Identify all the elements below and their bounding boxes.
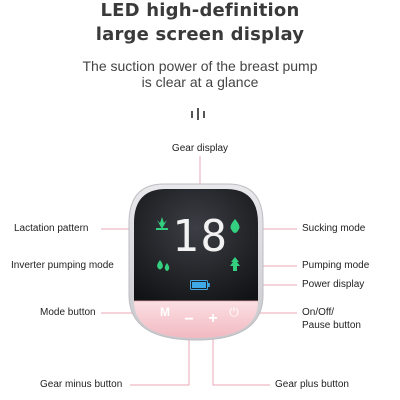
label-power-display: Power display: [302, 279, 365, 290]
headline-line-1: LED high-definition: [100, 0, 300, 21]
divider-bars-icon: [191, 108, 205, 120]
headline-line-2: large screen display: [95, 24, 305, 45]
label-lactation-pattern: Lactation pattern: [14, 223, 89, 234]
lactation-pattern-icon: [156, 217, 168, 230]
subtitle-line-2: is clear at a glance: [141, 74, 259, 90]
power-button[interactable]: ⏻: [229, 305, 239, 319]
label-gear-display: Gear display: [171, 143, 229, 154]
label-pumping-mode: Pumping mode: [302, 260, 370, 271]
mode-button[interactable]: M: [160, 305, 170, 319]
label-gear-minus-button: Gear minus button: [40, 379, 123, 390]
sucking-mode-icon: [230, 219, 240, 233]
label-sucking-mode: Sucking mode: [302, 223, 366, 234]
label-on-off-line-1: On/Off/: [302, 307, 335, 318]
label-gear-plus-button: Gear plus button: [275, 379, 349, 390]
pumping-mode-icon: [230, 257, 240, 271]
battery-power-icon: [190, 280, 210, 290]
gear-value-display: 18: [172, 211, 229, 262]
pump-display-device: [128, 183, 264, 341]
subtitle-line-1: The suction power of the breast pump: [82, 58, 318, 74]
label-inverter-pumping-mode: Inverter pumping mode: [11, 260, 114, 271]
label-on-off-line-2: Pause button: [302, 320, 361, 331]
inverter-pumping-mode-icon: [157, 260, 170, 271]
label-mode-button: Mode button: [40, 307, 96, 318]
gear-plus-button[interactable]: +: [208, 310, 218, 327]
gear-minus-button[interactable]: −: [184, 311, 194, 328]
